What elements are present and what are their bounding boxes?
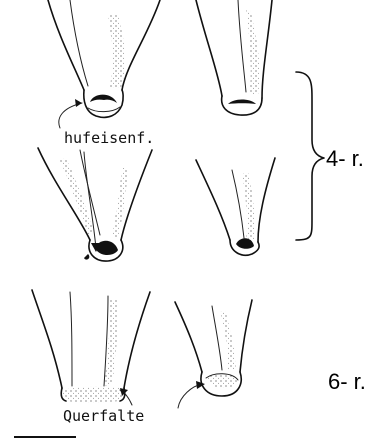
label-six-rayed: 6- r. (328, 369, 366, 394)
arrow-to-top-left (59, 103, 82, 128)
specimen-mid-right (196, 158, 275, 255)
arrow-head-top (75, 99, 82, 107)
specimen-top-right (196, 0, 272, 115)
specimen-bottom-right (175, 300, 252, 396)
specimen-top-left (48, 0, 160, 117)
group-brace (296, 72, 324, 240)
label-querfalte: Querfalte (63, 407, 144, 425)
specimen-bottom-left (32, 290, 150, 403)
label-hufeisenf: hufeisenf. (64, 129, 154, 147)
scale-bar (14, 436, 76, 438)
label-four-rayed: 4- r. (326, 146, 364, 171)
